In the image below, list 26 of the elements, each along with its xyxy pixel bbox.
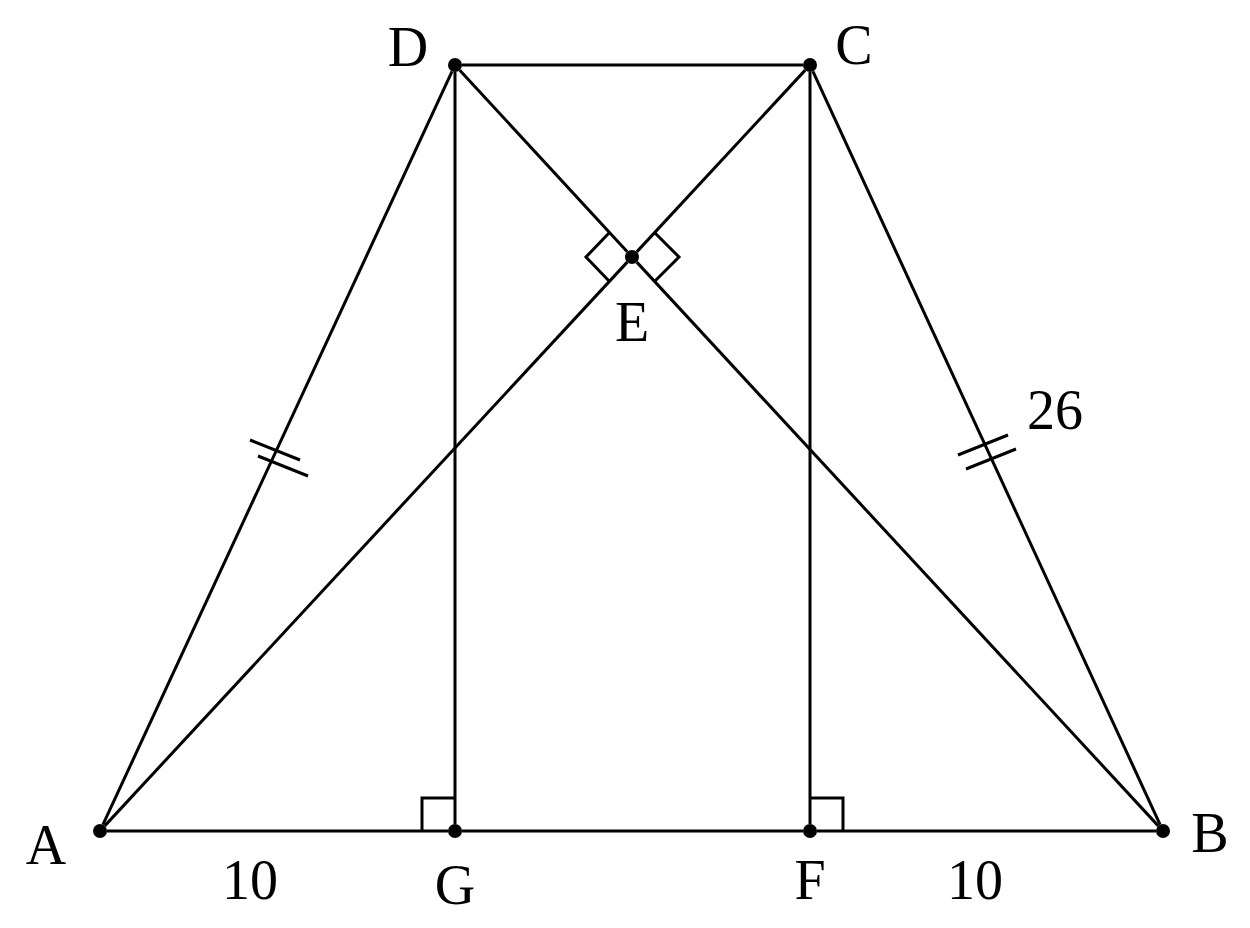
- point-dot: [1156, 824, 1170, 838]
- point-label: A: [25, 817, 67, 873]
- point-dot: [448, 824, 462, 838]
- point-label: E: [614, 294, 650, 350]
- point-label: F: [794, 852, 826, 908]
- line-segment: [635, 69, 807, 253]
- point-dot: [448, 58, 462, 72]
- point-dot: [803, 824, 817, 838]
- point-label: G: [434, 857, 476, 913]
- point-label: B: [1191, 805, 1229, 861]
- line-segment: [103, 261, 629, 827]
- line-segment: [462, 63, 803, 67]
- point-label: C: [835, 17, 873, 73]
- point-dot: [803, 58, 817, 72]
- line-segment: [101, 70, 454, 826]
- point-dot: [93, 824, 107, 838]
- line-segment: [817, 829, 1156, 833]
- line-segment: [462, 829, 803, 833]
- line-segment: [811, 70, 1162, 826]
- line-segment: [107, 829, 448, 833]
- line-segment: [635, 261, 1160, 827]
- point-label: D: [387, 19, 429, 75]
- line-segment: [458, 69, 629, 253]
- point-dot: [625, 250, 639, 264]
- line-segment: [808, 72, 812, 824]
- line-segment: [453, 72, 457, 824]
